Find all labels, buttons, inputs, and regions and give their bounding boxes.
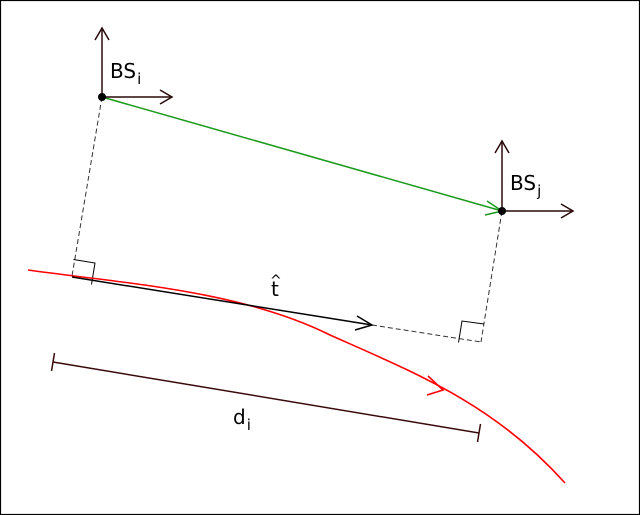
bs-i-point-icon bbox=[98, 93, 106, 101]
bs-i-label-main: BS bbox=[110, 59, 136, 83]
bs-i-label-sub: i bbox=[137, 70, 141, 88]
bs-j-up-arrow-icon bbox=[494, 139, 510, 154]
bs-j-point-icon bbox=[498, 207, 506, 215]
tangent-hat: ^ bbox=[270, 273, 282, 289]
distance-end-tick bbox=[476, 423, 482, 443]
bs-j-label-sub: j bbox=[536, 182, 541, 200]
tangent-vector bbox=[71, 276, 373, 326]
projection-line-i bbox=[71, 96, 103, 277]
distance-label: di bbox=[233, 405, 251, 434]
right-angle-icon-i bbox=[73, 259, 96, 285]
distance-label-sub: i bbox=[247, 416, 251, 434]
distance-start-tick bbox=[50, 352, 56, 372]
distance-line bbox=[52, 361, 480, 434]
bs-j-label: BSj bbox=[510, 171, 541, 200]
projection-line-j bbox=[480, 210, 503, 343]
bs-i-label: BSi bbox=[110, 59, 141, 88]
bs-j-right-arrow-icon bbox=[560, 203, 575, 219]
path-curve bbox=[27, 269, 566, 484]
tangent-arrowhead-icon bbox=[354, 315, 374, 331]
right-angle-icon-j bbox=[458, 320, 485, 343]
baseline-vector bbox=[101, 96, 503, 212]
bs-i-up-arrow-icon bbox=[94, 26, 110, 41]
tangent-label: t bbox=[271, 277, 279, 301]
distance-label-main: d bbox=[233, 405, 246, 429]
bs-i-right-arrow-icon bbox=[159, 89, 174, 105]
tangent-extension-dashed bbox=[371, 324, 482, 343]
path-direction-arrow-icon bbox=[426, 375, 445, 396]
bs-j-label-main: BS bbox=[510, 171, 536, 195]
